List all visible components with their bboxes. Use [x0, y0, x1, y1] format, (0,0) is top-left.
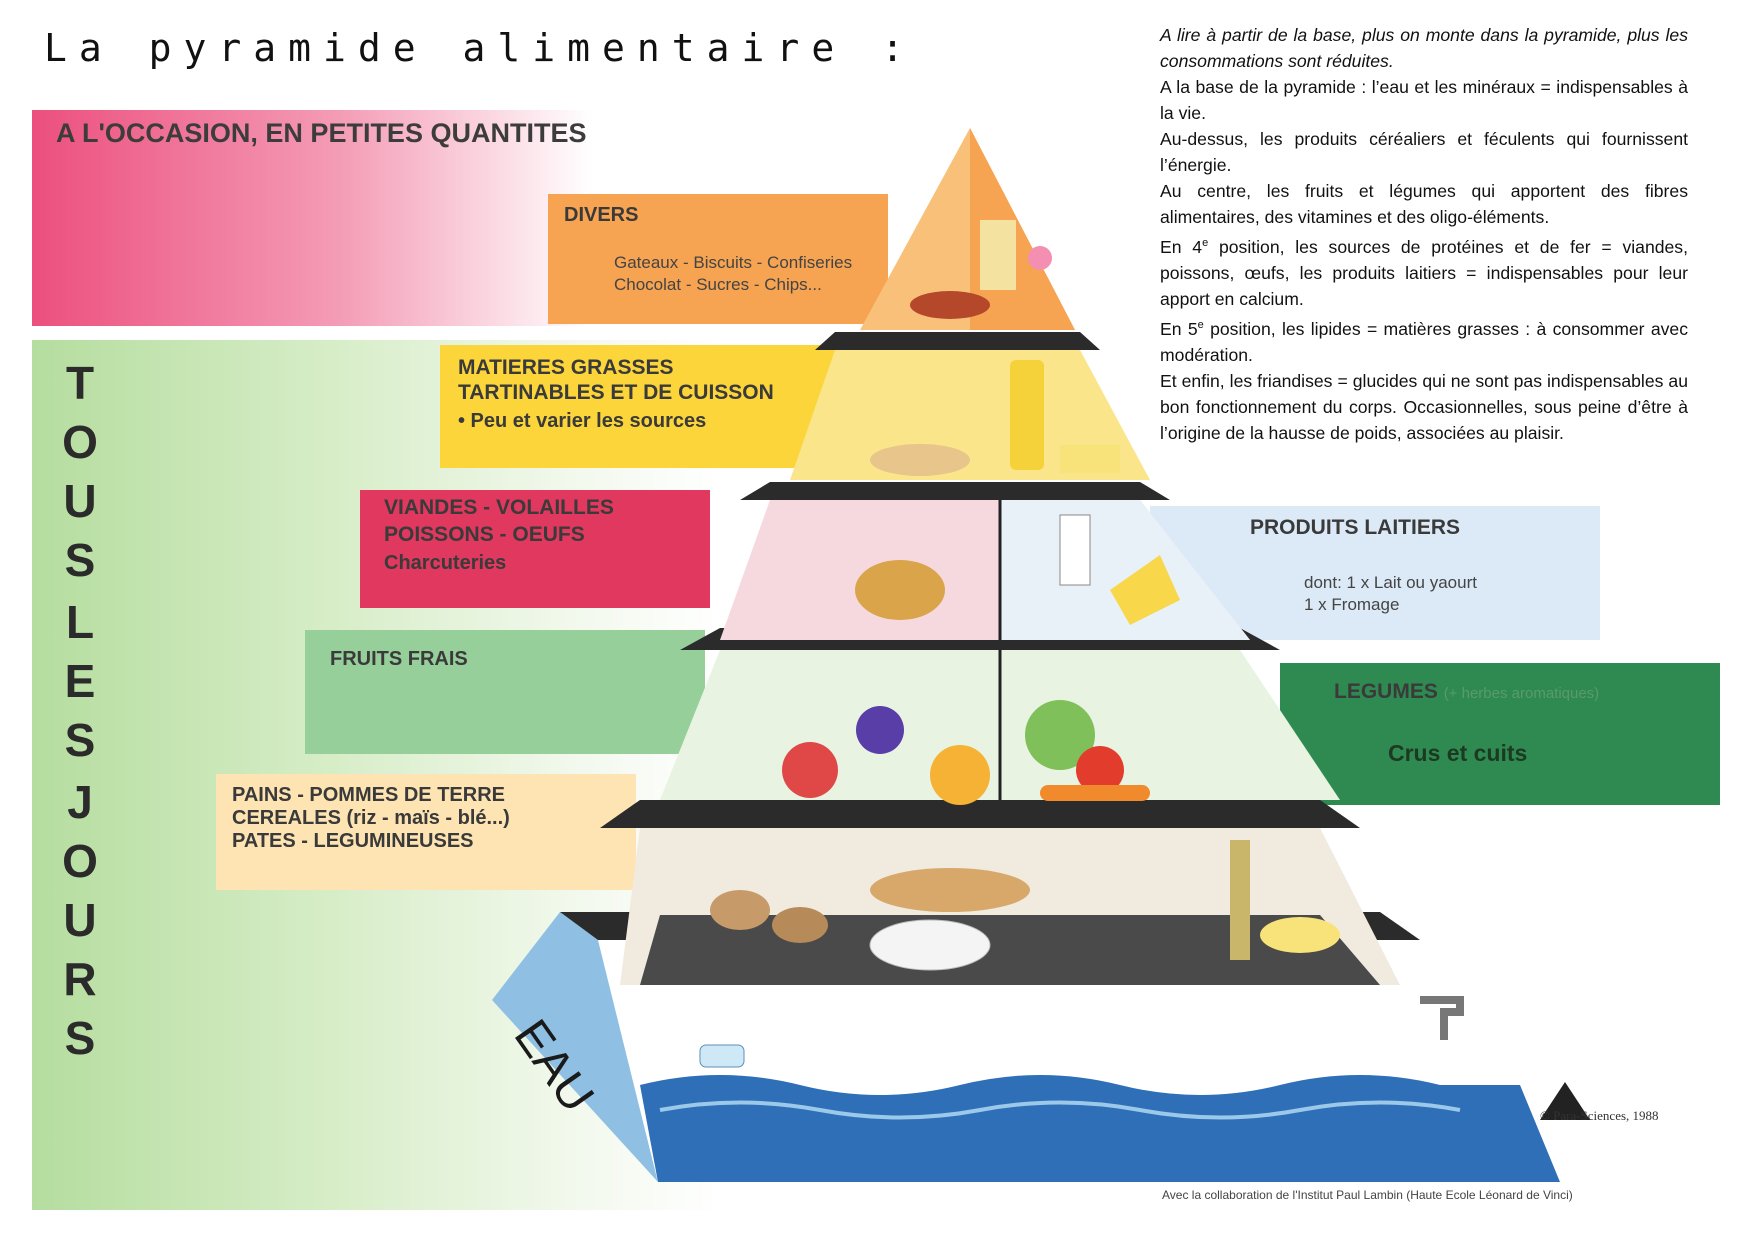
bread-loaf — [870, 868, 1030, 912]
fruits-box — [305, 630, 705, 754]
vegetables-label: LEGUMES (+ herbes aromatiques) — [1334, 680, 1599, 704]
water-tap — [1420, 996, 1464, 1040]
grain-sheaf — [1230, 840, 1250, 960]
dairy-items: dont: 1 x Lait ou yaourt 1 x Fromage — [1304, 573, 1477, 614]
carrot — [1040, 785, 1150, 801]
daily-band-letter: L — [65, 596, 95, 648]
explanation-fifth-rest: position, les lipides = matières grasses… — [1160, 318, 1688, 365]
daily-band-letter: U — [63, 894, 97, 946]
occasional-band-label: A L'OCCASION, EN PETITES QUANTITES — [56, 118, 587, 148]
dairy-label: PRODUITS LAITIERS — [1250, 516, 1461, 539]
copyright-notice: © Para-Sciences, 1988 — [1540, 1108, 1659, 1123]
meat-label: VIANDES - VOLAILLES POISSONS - OEUFS — [384, 496, 614, 546]
daily-band-letter: S — [64, 534, 96, 586]
bread-slice-fat — [870, 444, 970, 476]
fats-shelf — [815, 332, 1100, 350]
explanation-cereals: Au-dessus, les produits céréaliers et fé… — [1160, 129, 1688, 175]
cake-slice — [980, 220, 1016, 290]
explanation-intro: A lire à partir de la base, plus on mont… — [1160, 25, 1688, 71]
explanation-fifth-prefix: En 5 — [1160, 318, 1198, 339]
daily-band-letter: J — [67, 776, 93, 828]
explanation-fourth-sup: e — [1202, 237, 1209, 249]
collaboration-note: Avec la collaboration de l'Institut Paul… — [1162, 1188, 1573, 1202]
divers-items: Gateaux - Biscuits - Confiseries Chocola… — [614, 253, 853, 294]
pyramid-water-left-face — [492, 912, 658, 1182]
water-bottle — [699, 1044, 745, 1068]
vegetables-box — [1280, 663, 1720, 805]
vegetables-label-text: LEGUMES — [1334, 680, 1438, 703]
milk-bottle — [1059, 514, 1091, 586]
oil-bottle — [1010, 360, 1044, 470]
divers-box — [548, 194, 888, 324]
occasional-band — [32, 110, 592, 326]
explanation-last: Et enfin, les friandises = glucides qui … — [1160, 370, 1688, 443]
orange — [930, 745, 990, 805]
meat-dairy-shelf — [740, 482, 1170, 500]
dairy-side — [1000, 500, 1250, 640]
fats-label: MATIERES GRASSES TARTINABLES ET DE CUISS… — [458, 356, 774, 404]
publisher-logo — [1540, 1082, 1590, 1120]
lollipop — [1028, 246, 1052, 270]
explanation-base: A la base de la pyramide : l’eau et les … — [1160, 77, 1688, 123]
daily-band-letter: O — [62, 416, 98, 468]
vegetables-items: Crus et cuits — [1388, 740, 1528, 766]
potato-1 — [710, 890, 770, 930]
divers-label: DIVERS — [564, 204, 639, 226]
butter — [1060, 445, 1120, 473]
daily-band-letter: O — [62, 835, 98, 887]
vegetables-note: (+ herbes aromatiques) — [1443, 685, 1600, 702]
explanation-text: A lire à partir de la base, plus on mont… — [1160, 22, 1688, 446]
explanation-fifth-sup: e — [1197, 318, 1204, 331]
daily-band-letter: S — [64, 714, 96, 766]
fats-box — [440, 345, 850, 468]
fruits-label: FRUITS FRAIS — [330, 648, 468, 670]
explanation-fourth: En 4e position, les sources de protéines… — [1160, 230, 1688, 312]
meat-items: Charcuteries — [384, 552, 507, 574]
explanation-center: Au centre, les fruits et légumes qui app… — [1160, 181, 1688, 227]
daily-band-letter: S — [64, 1012, 96, 1064]
apple — [782, 742, 838, 798]
lettuce — [1025, 700, 1095, 770]
explanation-fifth: En 5e position, les lipides = matières g… — [1160, 312, 1688, 368]
daily-band-letter: E — [64, 655, 96, 707]
rice-pile — [869, 919, 991, 971]
potato-2 — [772, 907, 828, 943]
explanation-fourth-prefix: En 4 — [1160, 236, 1203, 257]
meat-box — [360, 490, 710, 608]
tomato — [1076, 746, 1124, 794]
starches-box — [216, 774, 636, 890]
daily-band-letter: U — [63, 475, 97, 527]
pasta-bowl — [1260, 917, 1340, 953]
cheese-wedge — [1110, 555, 1180, 625]
cookie-pile — [910, 291, 990, 319]
daily-band-letter: R — [63, 953, 97, 1005]
page-title: La pyramide alimentaire : — [44, 26, 916, 70]
explanation-fourth-rest: position, les sources de protéines et de… — [1160, 236, 1688, 309]
fats-items: • Peu et varier les sources — [458, 410, 707, 432]
water-waves-light — [659, 1100, 1461, 1120]
daily-band-letter: T — [65, 357, 95, 409]
chicken — [855, 560, 945, 620]
starches-label: PAINS - POMMES DE TERRE CEREALES (riz - … — [232, 784, 510, 852]
water-waves — [640, 1075, 1560, 1182]
starches-shelf — [600, 800, 1360, 828]
grapes — [856, 706, 904, 754]
